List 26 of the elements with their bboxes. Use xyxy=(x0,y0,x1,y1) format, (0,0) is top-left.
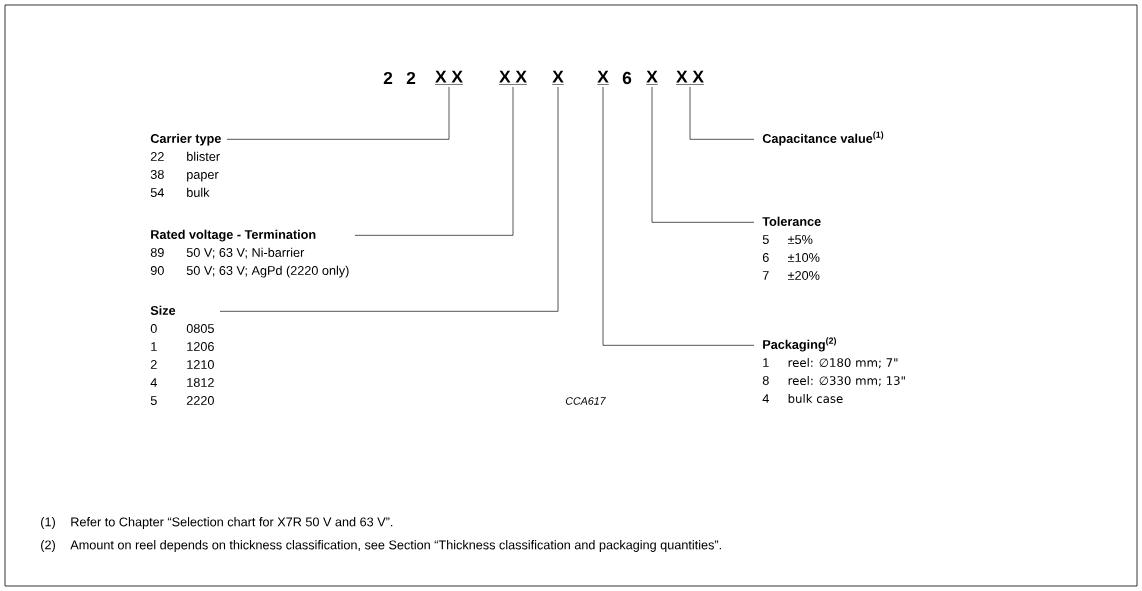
leader-line xyxy=(226,86,450,140)
code-digit: 6 xyxy=(622,71,632,85)
code-list: Carrier type 22 blister 38 paper 54 bulk xyxy=(150,133,221,197)
code-list: Packaging$^{(2)}$ 1 reel: ∅180 mm; 7" 8 reel: ∅330 mm; 13" 4 bulk case xyxy=(762,337,905,404)
code-list: Rated voltage - Termination 89 50 V; 63 V; Ni-barrier 90 50 V; 63 V; AgPd (2220 only) xyxy=(150,229,349,278)
leader-line xyxy=(651,86,755,223)
footnote-marker: (1) xyxy=(41,517,55,529)
figure-code: CCA617 xyxy=(565,397,606,405)
code-digit: 2 xyxy=(383,71,393,85)
code-list: Capacitance value$^{(1)}$ xyxy=(762,131,884,146)
footnote-text: Refer to Chapter “Selection chart for X7R 50 V and 63 V”. xyxy=(71,517,393,529)
underlined-code-letters: X X xyxy=(434,70,464,85)
footnote-text: Amount on reel depends on thickness classification, see Section “Thickness classification and packaging quantities”. xyxy=(70,540,721,552)
code-digit: 2 xyxy=(406,71,416,85)
code-list: Size 0 0805 1 1206 2 1210 4 1812 5 2220 xyxy=(150,305,214,405)
code-list: Tolerance 5 ±5% 6 ±10% 7 ±20% xyxy=(762,216,821,280)
leader-line xyxy=(689,86,755,140)
underlined-code-letters: X xyxy=(596,70,610,85)
leader-line xyxy=(354,86,514,236)
leader-line xyxy=(219,86,559,312)
underlined-code-letters: X xyxy=(551,70,565,85)
underlined-code-letters: X X xyxy=(675,70,705,85)
underlined-code-letters: X xyxy=(645,70,659,85)
underlined-code-letters: X X xyxy=(498,70,528,85)
leader-line xyxy=(602,86,755,346)
footnote-marker: (2) xyxy=(41,540,55,552)
